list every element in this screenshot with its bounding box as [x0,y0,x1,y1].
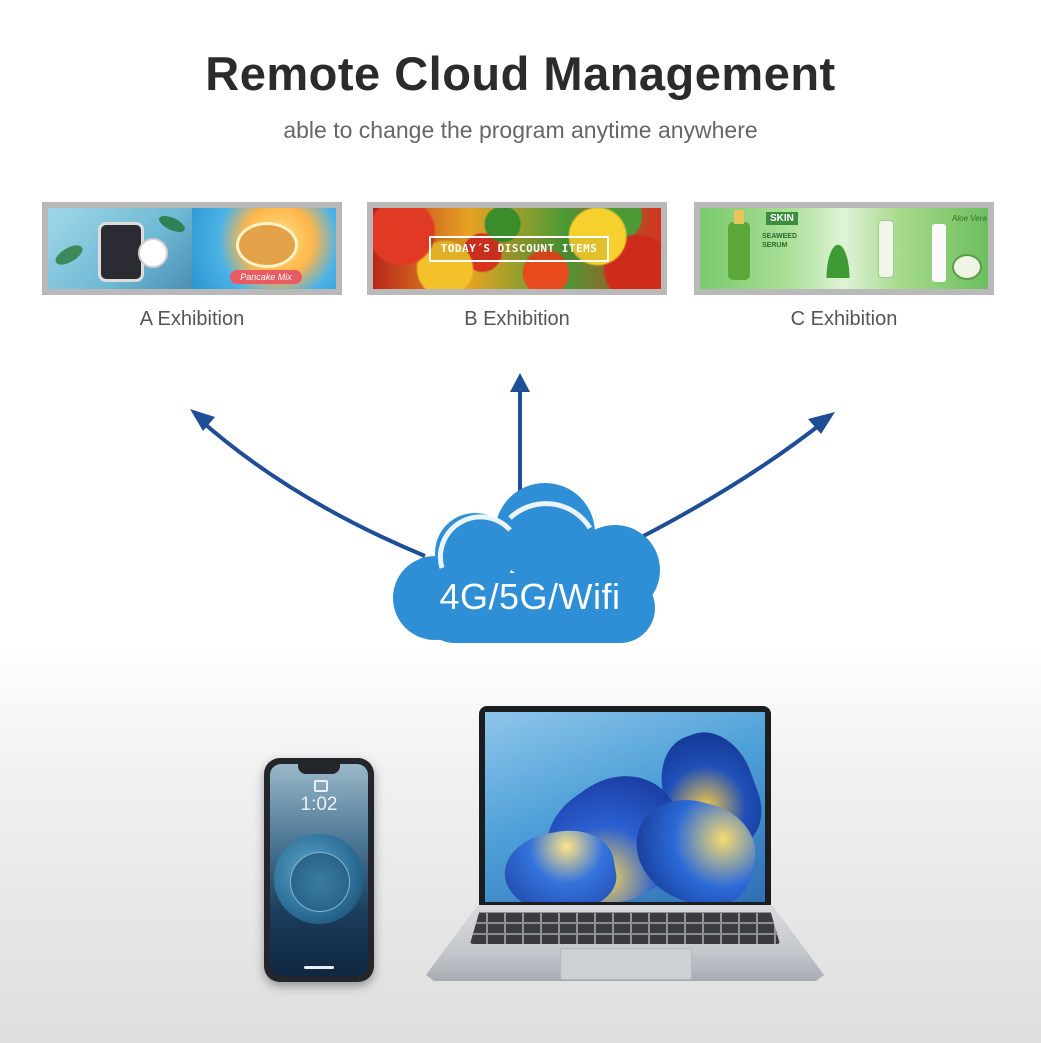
phone-screen: 1:02 [270,764,368,976]
laptop-screen [485,712,765,902]
cloud-label: 4G/5G/Wifi [439,576,621,617]
page-title: Remote Cloud Management [205,47,836,100]
arrow-left-head [190,409,215,431]
lock-icon [314,780,328,792]
page-subtitle: able to change the program anytime anywh… [283,117,758,143]
smartphone: 1:02 [264,758,374,982]
arrow-right-head [808,412,835,434]
cloud-icon [393,483,660,643]
exhibition-c-screen-script: Aloe Vera [952,214,987,223]
arrow-middle-head [510,373,530,392]
laptop [479,706,771,906]
exhibition-c-screen-label: SKIN [766,212,798,225]
exhibition-b-display: TODAY´S DISCOUNT ITEMS [367,202,667,295]
pancake-image [236,222,298,268]
exhibition-b-screen-label: TODAY´S DISCOUNT ITEMS [429,236,609,262]
phone-time: 1:02 [300,794,338,815]
laptop-touchpad [560,948,692,980]
arrow-right [619,418,828,550]
exhibition-c-caption: C Exhibition [790,308,898,330]
exhibition-b-caption: B Exhibition [464,308,570,330]
exhibition-a-display: Pancake Mix [42,202,342,295]
exhibition-c-screen-sub: SEAWEED SERUM [762,233,798,249]
jar-image [98,222,144,282]
arrow-left [196,416,426,558]
vegetables-image [373,208,661,289]
exhibition-a-caption: A Exhibition [139,308,245,330]
exhibition-a-screen-label: Pancake Mix [230,270,302,284]
home-indicator [304,966,334,969]
exhibition-c-display: SKIN SEAWEED SERUM Aloe Vera [694,202,994,295]
